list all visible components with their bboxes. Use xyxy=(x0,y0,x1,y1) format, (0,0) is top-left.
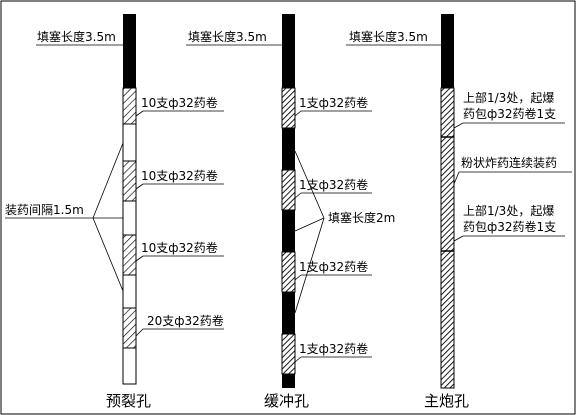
main-stemming xyxy=(441,14,454,88)
presplit-charge-4 xyxy=(122,307,137,349)
buffer-gap-stemming-label: 填塞长度2m xyxy=(328,210,395,225)
main-primer-bottom-line-2: 药包ф32药卷1支 xyxy=(463,219,556,234)
buffer-charge-label-4: 1支ф32药卷 xyxy=(299,341,368,356)
buffer-charge-3 xyxy=(281,251,296,293)
buffer-charge-4 xyxy=(281,333,296,375)
buffer-charge-1 xyxy=(281,87,296,129)
presplit-title: 预裂孔 xyxy=(106,392,151,410)
presplit-stemming-label: 填塞长度3.5m xyxy=(37,29,116,44)
presplit-charge-3 xyxy=(122,234,137,276)
main-stemming-label: 填塞长度3.5m xyxy=(349,29,428,44)
main-primer-top-line-1: 上部1/3处，起爆 xyxy=(463,90,554,105)
presplit-spacing-label: 装药间隔1.5m xyxy=(5,203,84,217)
presplit-charge-label-4: 20支ф32药卷 xyxy=(147,313,224,328)
presplit-charge-1 xyxy=(122,87,137,125)
main-primer-top-line-2: 药包ф32药卷1支 xyxy=(463,106,556,121)
buffer-charge-label-1: 1支ф32药卷 xyxy=(299,95,368,110)
buffer-charge-label-2: 1支ф32药卷 xyxy=(299,177,368,192)
main-hole: 填塞长度3.5m 上部1/3处，起爆 药包ф32药卷1支 粉状炸药连续装药 上部… xyxy=(346,14,572,410)
presplit-stemming xyxy=(123,14,136,88)
buffer-stemming-label: 填塞长度3.5m xyxy=(188,29,267,44)
buffer-hole: 填塞长度3.5m 1支ф32药卷 1支ф32药卷 1支ф32药卷 1支ф32药卷… xyxy=(186,14,395,410)
main-primer-bottom-line-1: 上部1/3处，起爆 xyxy=(463,203,554,218)
main-powder-column xyxy=(440,87,455,389)
buffer-title: 缓冲孔 xyxy=(264,392,309,410)
buffer-charge-2 xyxy=(281,169,296,211)
presplit-charge-label-2: 10支ф32药卷 xyxy=(141,168,218,183)
presplit-charge-label-1: 10支ф32药卷 xyxy=(141,95,218,110)
presplit-charge-2 xyxy=(122,160,137,202)
main-title: 主炮孔 xyxy=(424,392,469,410)
presplit-charge-label-3: 10支ф32药卷 xyxy=(141,240,218,255)
buffer-charge-label-3: 1支ф32药卷 xyxy=(299,259,368,274)
main-powder-label: 粉状炸药连续装药 xyxy=(461,155,557,170)
presplit-hole: 填塞长度3.5m 10支ф32药卷 10支ф32药卷 10支ф32药卷 20支ф… xyxy=(5,14,224,410)
